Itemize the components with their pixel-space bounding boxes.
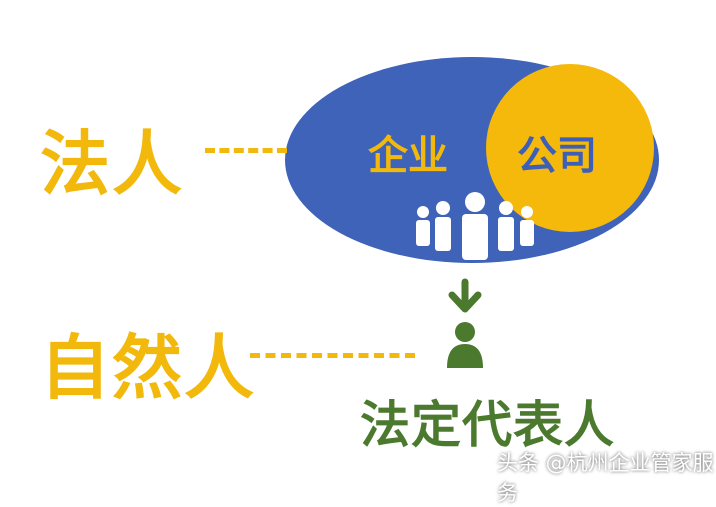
person-icon <box>447 322 483 368</box>
dashed-connector-top <box>205 148 287 153</box>
enterprise-label: 企业 <box>368 133 448 179</box>
legal-person-label: 法人 <box>40 123 184 205</box>
diagram-canvas <box>285 57 659 368</box>
legal-representative-label: 法定代表人 <box>360 396 615 454</box>
watermark-text: 头条 @杭州企业管家服务 <box>497 451 714 505</box>
company-circle <box>486 64 654 232</box>
dashed-connector-bottom <box>250 353 415 358</box>
company-label: 公司 <box>517 133 597 179</box>
natural-person-label: 自然人 <box>40 327 256 409</box>
people-group-icon <box>416 192 534 260</box>
down-arrow-icon <box>448 278 482 313</box>
